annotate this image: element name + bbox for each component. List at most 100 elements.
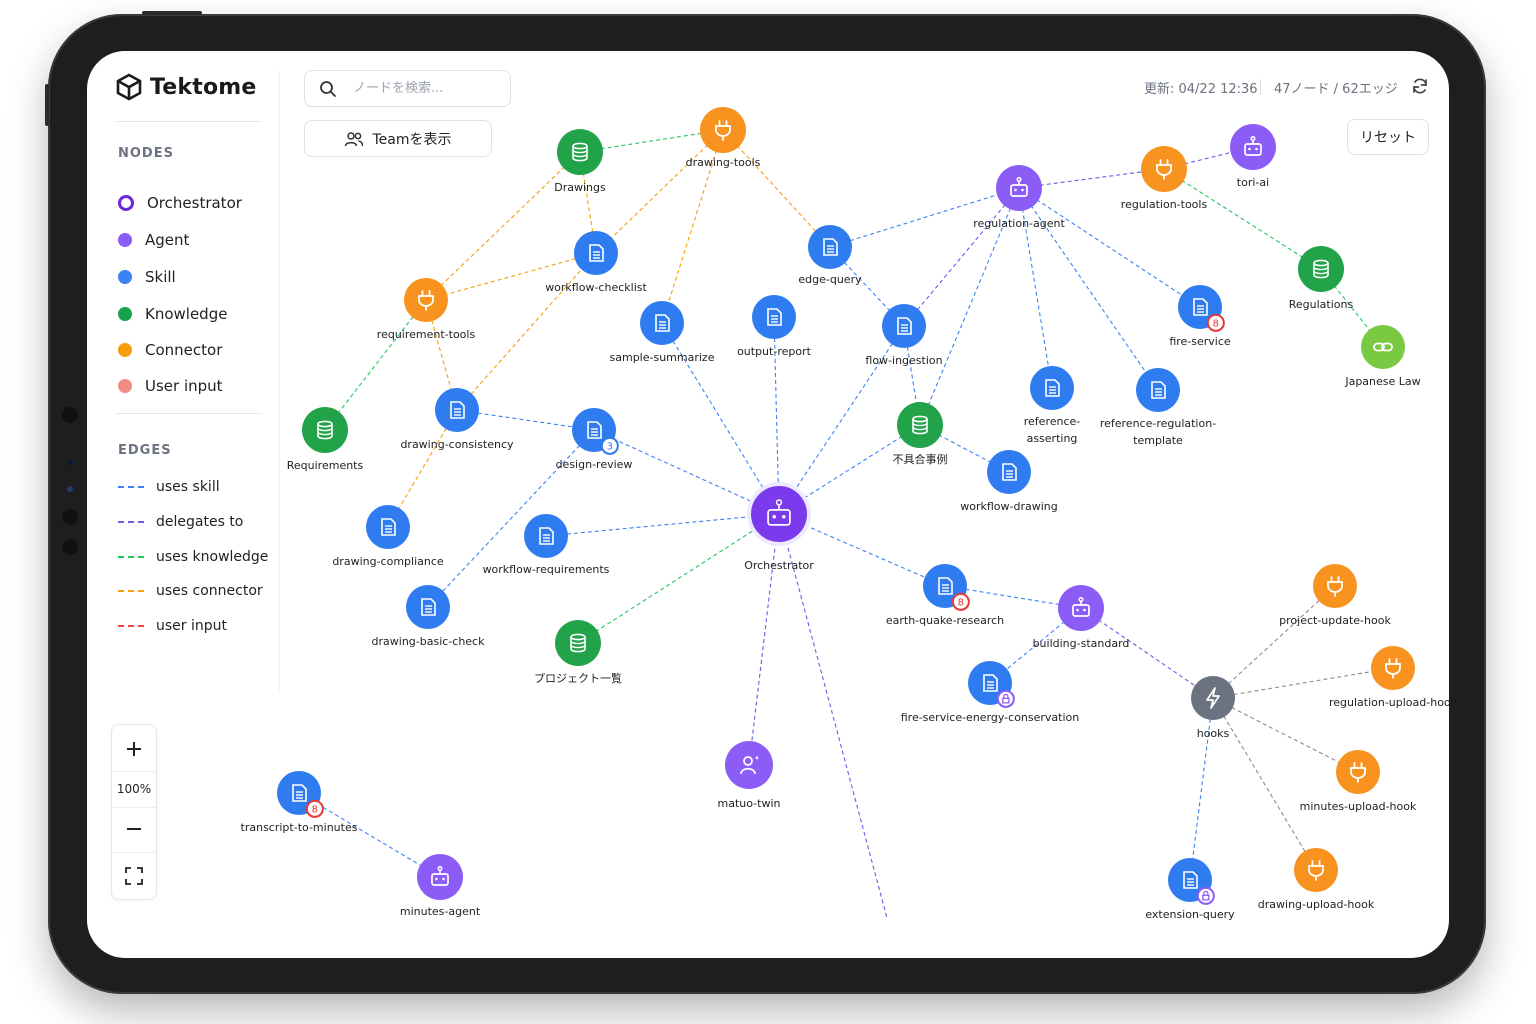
node-circle[interactable]: [1294, 848, 1338, 892]
node-regulation-agent[interactable]: regulation-agent: [973, 165, 1065, 230]
legend-node-connector[interactable]: Connector: [118, 341, 222, 359]
node-reference-asserting[interactable]: reference-asserting: [1024, 366, 1081, 445]
node-hooks[interactable]: hooks: [1191, 676, 1235, 740]
node-requirement-tools[interactable]: requirement-tools: [377, 278, 476, 341]
legend-edge-uses-connector[interactable]: uses connector: [118, 583, 263, 599]
legend-edge-uses-skill[interactable]: uses skill: [118, 479, 220, 495]
node-extension-query[interactable]: extension-query: [1145, 858, 1235, 921]
node-circle[interactable]: [747, 482, 811, 546]
search-input[interactable]: [351, 80, 495, 97]
node-circle[interactable]: [1136, 368, 1180, 412]
node-reference-regulation-template[interactable]: reference-regulation-template: [1100, 368, 1216, 447]
node-circle[interactable]: [435, 388, 479, 432]
graph-canvas[interactable]: Orchestrator Drawings drawing-tools workflo…: [87, 51, 1449, 958]
node-drawing-basic-check[interactable]: drawing-basic-check: [372, 585, 486, 648]
legend-edge-user-input[interactable]: user input: [118, 618, 227, 634]
node-circle[interactable]: [1361, 325, 1405, 369]
node-drawing-consistency[interactable]: drawing-consistency: [400, 388, 514, 451]
node-drawing-tools[interactable]: drawing-tools: [686, 107, 761, 169]
edge-drawing-tools-to-sample-summarize: [661, 129, 724, 324]
legend-node-user-input[interactable]: User input: [118, 377, 223, 395]
node-circle[interactable]: [808, 225, 852, 269]
legend-edge-delegates-to[interactable]: delegates to: [118, 514, 243, 530]
node-circle[interactable]: [1141, 146, 1187, 192]
node-drawings[interactable]: Drawings: [554, 129, 606, 194]
refresh-icon[interactable]: [1411, 77, 1429, 95]
node-circle[interactable]: [700, 107, 746, 153]
legend-node-knowledge[interactable]: Knowledge: [118, 305, 227, 323]
node-matuo-twin[interactable]: matuo-twin: [718, 741, 781, 810]
node-fuguai[interactable]: 不具合事例: [893, 402, 948, 466]
node-building-standard[interactable]: building-standard: [1033, 585, 1130, 650]
edge-fuguai-to-regulation-agent: [919, 187, 1020, 426]
node-badge-count: 3: [607, 441, 613, 452]
fit-view-button[interactable]: [112, 855, 156, 897]
node-drawing-upload-hook[interactable]: drawing-upload-hook: [1258, 848, 1375, 911]
zoom-in-button[interactable]: [112, 729, 156, 769]
node-minutes-agent[interactable]: minutes-agent: [400, 854, 481, 918]
node-circle[interactable]: [1191, 676, 1235, 720]
node-circle[interactable]: [406, 585, 450, 629]
legend-label: User input: [145, 377, 223, 395]
node-output-report[interactable]: output-report: [737, 295, 812, 358]
edge-hooks-to-regulation-upload-hook: [1212, 667, 1394, 699]
edge-drawing-tools-to-workflow-checklist: [595, 129, 724, 254]
node-circle[interactable]: [1371, 646, 1415, 690]
node-regulation-tools[interactable]: regulation-tools: [1121, 146, 1208, 211]
node-circle[interactable]: [1230, 124, 1276, 170]
node-minutes-upload-hook[interactable]: minutes-upload-hook: [1300, 750, 1417, 813]
node-workflow-requirements[interactable]: workflow-requirements: [483, 514, 610, 576]
node-workflow-drawing[interactable]: workflow-drawing: [960, 450, 1058, 513]
node-circle[interactable]: [640, 301, 684, 345]
node-circle[interactable]: [1336, 750, 1380, 794]
reset-button[interactable]: リセット: [1347, 119, 1429, 155]
document-icon: [539, 527, 554, 545]
node-japanese-law[interactable]: Japanese Law: [1344, 325, 1421, 388]
node-circle[interactable]: [524, 514, 568, 558]
node-label: project-update-hook: [1279, 614, 1391, 627]
zoom-out-button[interactable]: [112, 809, 156, 849]
node-drawing-compliance[interactable]: drawing-compliance: [332, 505, 444, 568]
node-tori-ai[interactable]: tori-ai: [1230, 124, 1276, 189]
legend-node-agent[interactable]: Agent: [118, 231, 189, 249]
search-box[interactable]: [304, 70, 511, 107]
node-workflow-checklist[interactable]: workflow-checklist: [545, 231, 647, 294]
node-fire-service-energy-conservation[interactable]: fire-service-energy-conservation: [901, 661, 1080, 724]
node-sample-summarize[interactable]: sample-summarize: [610, 301, 715, 364]
robot-icon: [1244, 135, 1262, 156]
node-regulation-upload-hook[interactable]: regulation-upload-hook: [1329, 646, 1449, 709]
show-team-button[interactable]: Teamを表示: [304, 120, 492, 157]
legend-edge-uses-knowledge[interactable]: uses knowledge: [118, 549, 268, 565]
node-circle[interactable]: [366, 505, 410, 549]
node-regulations[interactable]: Regulations: [1289, 246, 1354, 311]
legend-node-skill[interactable]: Skill: [118, 268, 176, 286]
plug-icon: [1327, 576, 1343, 597]
document-icon: [938, 577, 953, 595]
node-circle[interactable]: [417, 854, 463, 900]
node-circle[interactable]: [752, 295, 796, 339]
legend-swatch: [118, 307, 132, 321]
legend-node-orchestrator[interactable]: Orchestrator: [118, 194, 242, 212]
node-project-update-hook[interactable]: project-update-hook: [1279, 564, 1391, 627]
node-circle[interactable]: [404, 278, 448, 322]
node-label: 不具合事例: [893, 452, 948, 466]
node-flow-ingestion[interactable]: flow-ingestion: [865, 304, 943, 367]
node-circle[interactable]: [1313, 564, 1357, 608]
node-circle[interactable]: [1058, 585, 1104, 631]
node-project-list[interactable]: プロジェクト一覧: [534, 620, 622, 685]
node-requirements[interactable]: Requirements: [287, 407, 364, 472]
node-circle[interactable]: [987, 450, 1031, 494]
node-edge-query[interactable]: edge-query: [798, 225, 862, 286]
node-circle[interactable]: [574, 231, 618, 275]
document-icon: [1045, 379, 1060, 397]
node-orchestrator[interactable]: Orchestrator: [744, 482, 814, 572]
node-circle[interactable]: [996, 165, 1042, 211]
legend-label: uses knowledge: [156, 549, 269, 565]
node-circle[interactable]: [1030, 366, 1074, 410]
node-circle[interactable]: [882, 304, 926, 348]
node-label-line2: asserting: [1027, 432, 1078, 445]
